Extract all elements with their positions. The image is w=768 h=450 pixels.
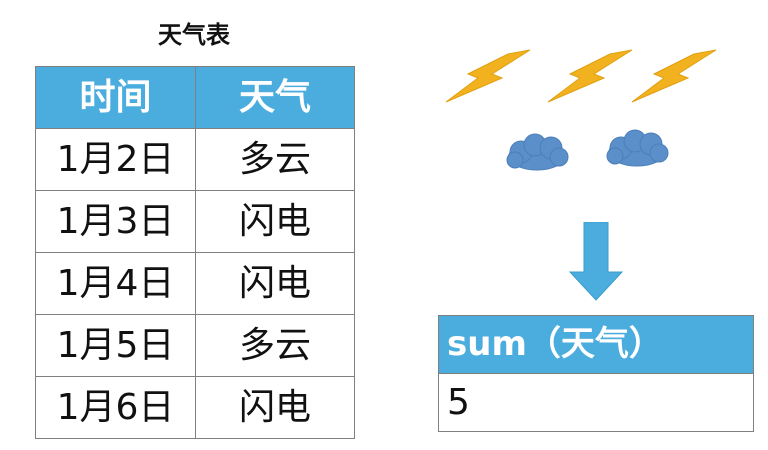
- lightning-bolt-icon: [547, 49, 633, 103]
- column-header-time: 时间: [35, 66, 196, 129]
- date-cell: 1月2日: [35, 128, 196, 191]
- weather-cell: 多云: [195, 314, 355, 377]
- weather-cell: 多云: [195, 128, 355, 191]
- column-header-weather: 天气: [195, 66, 355, 129]
- sum-result-table: sum（天气） 5: [438, 315, 754, 432]
- table-row: 1月2日 多云: [35, 128, 355, 191]
- cloud-icon: [506, 133, 569, 171]
- table-row: 1月4日 闪电: [35, 252, 355, 315]
- table-row: 1月5日 多云: [35, 314, 355, 377]
- date-cell: 1月4日: [35, 252, 196, 315]
- sum-header: sum（天气）: [438, 315, 754, 374]
- table-header-row: 时间 天气: [35, 66, 355, 129]
- date-cell: 1月5日: [35, 314, 196, 377]
- weather-cell: 闪电: [195, 252, 355, 315]
- table-row: 1月3日 闪电: [35, 190, 355, 253]
- date-cell: 1月6日: [35, 376, 196, 439]
- result-header-row: sum（天气）: [438, 315, 754, 374]
- result-value-row: 5: [438, 373, 754, 432]
- arrow-down-icon: [568, 222, 624, 301]
- weather-cell: 闪电: [195, 376, 355, 439]
- lightning-bolt-icon: [445, 49, 531, 103]
- lightning-bolt-icon: [631, 49, 717, 103]
- table-row: 1月6日 闪电: [35, 376, 355, 439]
- date-cell: 1月3日: [35, 190, 196, 253]
- sum-value: 5: [438, 373, 754, 432]
- cloud-icon: [606, 129, 669, 167]
- weather-table: 时间 天气 1月2日 多云 1月3日 闪电 1月4日 闪电 1月5日 多云 1月…: [35, 66, 355, 439]
- weather-cell: 闪电: [195, 190, 355, 253]
- chart-title: 天气表: [158, 21, 230, 49]
